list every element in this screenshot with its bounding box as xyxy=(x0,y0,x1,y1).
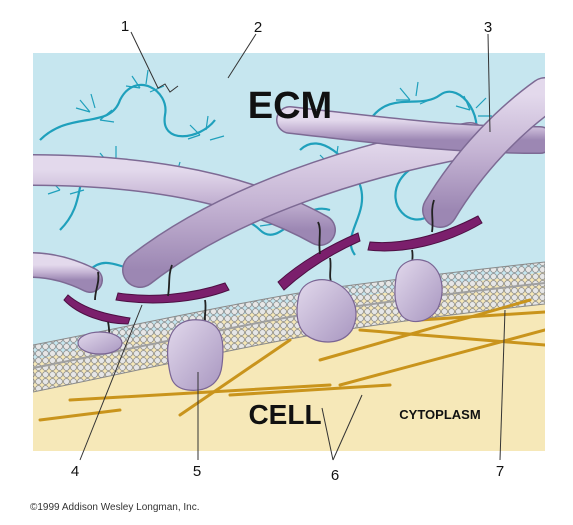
ecm-label: ECM xyxy=(248,85,332,127)
callout-lines xyxy=(79,31,506,461)
callout-3: 3 xyxy=(484,19,492,36)
fibronectin xyxy=(63,215,483,325)
integrins xyxy=(77,259,443,391)
callout-7: 7 xyxy=(496,463,504,480)
microfilaments xyxy=(38,298,545,422)
callout-4: 4 xyxy=(71,463,79,480)
callout-6: 6 xyxy=(331,467,339,484)
collagen-fibers xyxy=(33,77,545,293)
copyright-notice: ©1999 Addison Wesley Longman, Inc. xyxy=(30,502,200,513)
callout-5: 5 xyxy=(193,463,201,480)
callout-2: 2 xyxy=(254,19,262,36)
cell-label: CELL xyxy=(248,399,321,430)
cytoplasm-label: CYTOPLASM xyxy=(399,407,480,422)
callout-1: 1 xyxy=(121,18,129,35)
